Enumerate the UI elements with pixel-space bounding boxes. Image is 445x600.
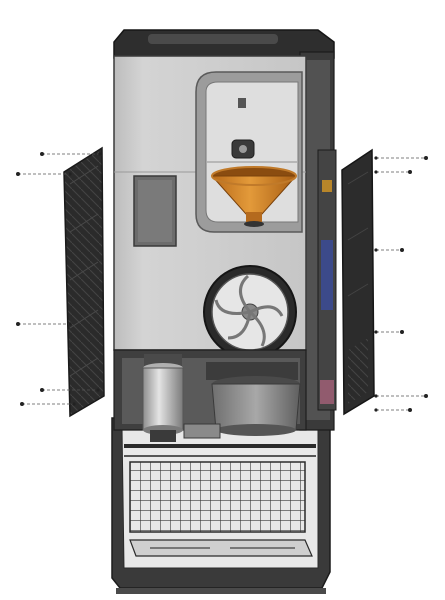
left-side-panel (63, 146, 105, 418)
right-side-panel (317, 148, 375, 416)
screw-right-5 (374, 394, 428, 398)
screw-left-4 (40, 388, 100, 392)
round-grinder-fan (203, 265, 297, 359)
screw-right-4 (374, 330, 404, 334)
screw-right-1 (374, 156, 428, 160)
screw-right-6 (374, 408, 412, 412)
screw-right-2 (374, 170, 412, 174)
screw-left-2 (16, 172, 72, 176)
screw-left-5 (20, 402, 76, 406)
screw-left-1 (40, 152, 102, 156)
cylindrical-canister (142, 354, 184, 442)
display-window (133, 175, 177, 247)
base-cabinet-frame (111, 417, 331, 594)
waste-bucket (183, 362, 301, 439)
screw-left-3 (16, 322, 72, 326)
screw-right-3 (374, 248, 404, 252)
orange-funnel (210, 166, 298, 227)
fastener-screws (16, 152, 428, 412)
